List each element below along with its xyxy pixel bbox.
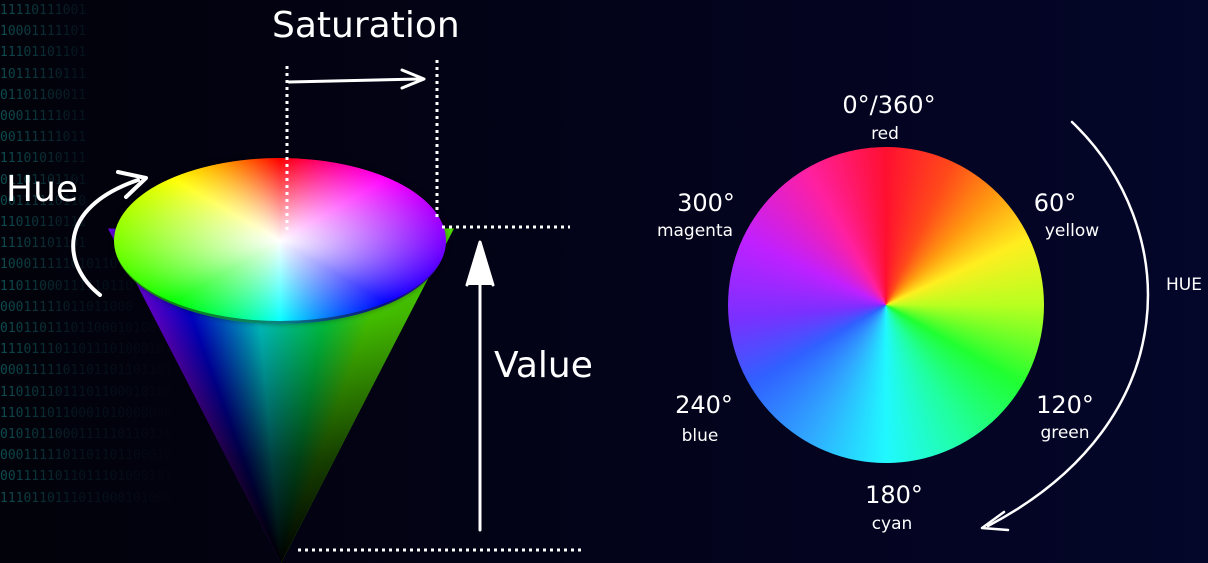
hue-direction-label: HUE [1166, 275, 1202, 295]
wheel-degree-120: 120° [1036, 391, 1094, 419]
hue-arrowhead [116, 170, 148, 199]
binary-background: 11110111001 10001111101 11101101101 1011… [0, 3, 173, 506]
wheel-name-blue: blue [681, 426, 719, 446]
wheel-degree-0: 0°/360° [842, 91, 936, 119]
value-arrowhead [465, 240, 495, 287]
wheel-name-red: red [871, 124, 899, 144]
wheel-degree-240: 240° [675, 391, 733, 419]
hue-direction-arc [986, 120, 1150, 528]
hue-color-wheel [728, 147, 1044, 463]
saturation-arrow [287, 77, 422, 84]
wheel-degree-60: 60° [1033, 189, 1077, 217]
hue-label: Hue [6, 169, 79, 210]
hsv-cone-rim [114, 158, 446, 324]
wheel-name-green: green [1040, 423, 1090, 443]
value-label: Value [494, 345, 593, 386]
hue-curved-arrow [71, 178, 140, 297]
wheel-name-yellow: yellow [1044, 221, 1100, 241]
hue-direction-arrowhead [980, 510, 1010, 532]
wheel-name-magenta: magenta [656, 221, 734, 241]
saturation-label: Saturation [272, 5, 460, 46]
wheel-degree-300: 300° [677, 189, 735, 217]
wheel-name-cyan: cyan [871, 514, 913, 534]
wheel-degree-180: 180° [865, 481, 923, 509]
saturation-arrowhead [400, 68, 426, 90]
